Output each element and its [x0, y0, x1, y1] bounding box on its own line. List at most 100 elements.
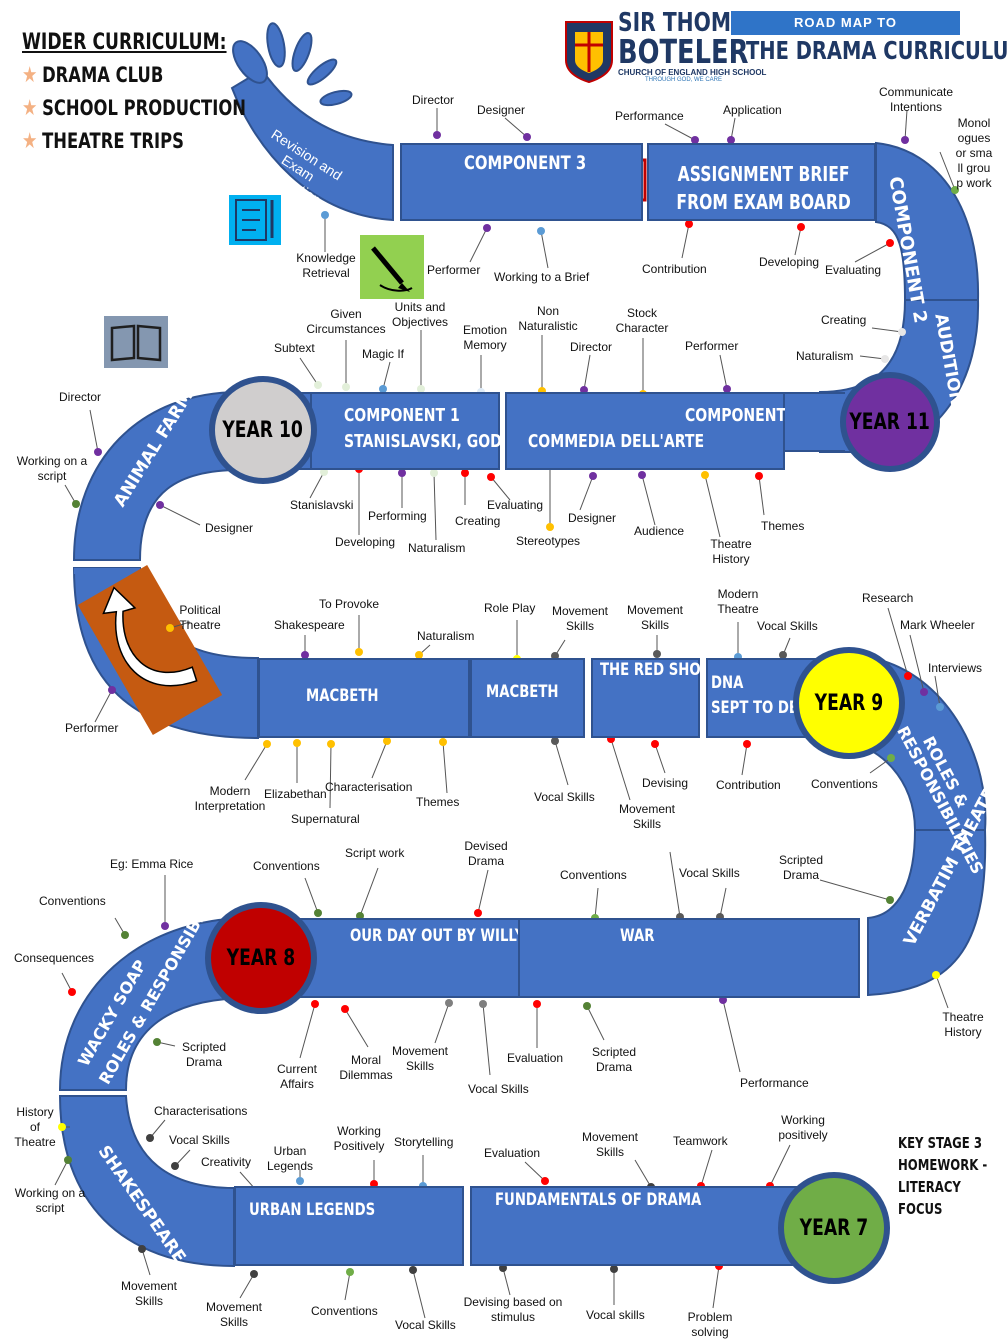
label-performer-y10: Performer	[685, 339, 739, 353]
label-role-play: Role Play	[484, 601, 536, 615]
label-scripted-y8c: Scripted Drama	[591, 1045, 637, 1074]
label-communicate: Communicate Intentions	[878, 85, 954, 114]
label-performance-y8: Performance	[740, 1076, 809, 1090]
label-urban-legends: Urban Legends	[266, 1144, 314, 1173]
label-magic-if: Magic If	[362, 347, 405, 361]
year10-circle: YEAR 10	[209, 376, 317, 484]
label-naturalism-y10: Naturalism	[408, 541, 466, 555]
label-audience: Audience	[634, 524, 685, 538]
label-conventions-y9: Conventions	[811, 777, 878, 791]
label-research: Research	[862, 591, 914, 605]
label-vocal-y7c: Vocal skills	[586, 1308, 645, 1322]
year11-label: YEAR 11	[849, 409, 931, 435]
label-movement-y7c: Movement Skills	[205, 1300, 263, 1329]
label-modern-interp: Modern Interpretation	[194, 784, 266, 813]
label-movement-y8: Movement Skills	[391, 1044, 449, 1073]
revision-curve	[230, 68, 394, 222]
school-crest-icon	[565, 21, 613, 84]
label-scripted-y8b: Scripted Drama	[181, 1040, 227, 1069]
label-performer-y9: Performer	[65, 721, 119, 735]
wacky-curve	[58, 916, 251, 1091]
label-director-y10: Director	[570, 340, 613, 354]
label-naturalism-y11: Naturalism	[796, 349, 854, 363]
year9-label: YEAR 9	[814, 690, 884, 716]
label-working-script-y7: Working on a script	[14, 1186, 86, 1215]
label-performer-c3: Performer	[427, 263, 481, 277]
school-name-line3: CHURCH OF ENGLAND HIGH SCHOOL	[618, 68, 767, 77]
urban-legends-bar	[234, 1186, 464, 1266]
label-vocal-y9b: Vocal Skills	[534, 790, 595, 804]
label-subtext: Subtext	[274, 341, 315, 355]
label-stereotypes: Stereotypes	[516, 534, 581, 548]
year11-circle: YEAR 11	[840, 372, 940, 472]
fundamentals-bar	[470, 1186, 800, 1266]
component2-line2: COMMEDIA DELL'ARTE	[528, 431, 705, 452]
macbeth1-label: MACBETH	[306, 686, 379, 706]
label-developing-y10: Developing	[335, 535, 396, 549]
dna-line2: SEPT TO DEC	[711, 698, 808, 718]
label-emma-rice: Eg: Emma Rice	[110, 857, 194, 871]
label-vocal-y8a: Vocal Skills	[679, 866, 740, 880]
component2-curve	[875, 141, 980, 301]
book-icon	[104, 316, 168, 368]
label-devising-stim: Devising based on stimulus	[463, 1295, 563, 1324]
star-icon: ★	[22, 63, 38, 88]
year8-label: YEAR 8	[226, 945, 296, 971]
animal-farm-curve	[72, 390, 241, 561]
label-history-theatre: History of Theatre	[14, 1105, 56, 1149]
label-conventions-y8b: Conventions	[560, 868, 627, 882]
label-modern-theatre: Modern Theatre	[717, 587, 759, 616]
component3-label: COMPONENT 3	[464, 152, 587, 174]
school-motto: THROUGH GOD, WE CARE	[644, 77, 722, 83]
label-monologues: Monologues or small group work	[955, 116, 993, 190]
macbeth2-bar	[470, 658, 585, 738]
label-vocal-y8b: Vocal Skills	[468, 1082, 529, 1096]
label-movement-y9c: Movement Skills	[618, 802, 676, 831]
curved-arrow-icon	[77, 565, 223, 735]
label-naturalism-y9: Naturalism	[417, 629, 475, 643]
year7-circle: YEAR 7	[778, 1172, 890, 1284]
wider-curriculum-title: WIDER CURRICULUM:	[22, 30, 227, 55]
label-creating-y10: Creating	[455, 514, 501, 528]
dna-line1: DNA	[711, 673, 744, 693]
wider-item-drama-club: ★DRAMA CLUB	[22, 63, 164, 88]
label-devised: Devised Drama	[464, 839, 508, 868]
label-working-pos1: Working Positively	[333, 1124, 385, 1153]
label-devising-y9: Devising	[642, 776, 689, 790]
label-movement-y7a: Movement Skills	[581, 1130, 639, 1159]
label-themes-y9: Themes	[416, 795, 460, 809]
label-conventions-y8c: Conventions	[39, 894, 106, 908]
label-designer-c2: Designer	[568, 511, 617, 525]
label-given: Given Circumstances	[306, 307, 386, 336]
label-movement-y7b: Movement Skills	[120, 1279, 178, 1308]
component2-line1: COMPONENT 2	[685, 405, 801, 426]
label-movement-y9b: Movement Skills	[626, 603, 684, 632]
year10-label: YEAR 10	[222, 417, 304, 443]
label-elizabethan: Elizabethan	[264, 787, 327, 801]
label-developing-top: Developing	[759, 255, 820, 269]
label-moral: Moral Dilemmas	[339, 1053, 393, 1082]
label-emotion: Emotion Memory	[462, 323, 508, 352]
component2-bar	[505, 392, 785, 470]
label-working-pos2: Working positively	[778, 1113, 828, 1142]
label-themes-c2: Themes	[761, 519, 805, 533]
macbeth2-label: MACBETH	[486, 682, 559, 702]
school-name-line2: BOTELER	[618, 32, 749, 71]
verbatim-curve	[867, 829, 987, 997]
star-icon: ★	[22, 96, 38, 121]
label-evaluation-y7: Evaluation	[484, 1146, 541, 1160]
label-interviews: Interviews	[928, 661, 983, 675]
label-evaluating-top: Evaluating	[825, 263, 882, 277]
shakespeare-curve	[58, 1095, 235, 1268]
label-non-nat: Non Naturalistic	[518, 304, 578, 333]
label-conventions-y7: Conventions	[311, 1304, 378, 1318]
roadmap-banner: ROAD MAP TO	[731, 11, 960, 35]
pen-icon	[360, 235, 424, 299]
roadmap-title: THE DRAMA CURRICULUM	[746, 36, 1008, 65]
macbeth1-bar	[258, 658, 470, 738]
label-shakespeare-y9: Shakespeare	[274, 618, 345, 632]
war-bar	[518, 918, 860, 998]
year9-circle: YEAR 9	[793, 647, 905, 759]
wider-item-school-production: ★SCHOOL PRODUCTION	[22, 96, 246, 121]
label-designer-top: Designer	[477, 103, 526, 117]
